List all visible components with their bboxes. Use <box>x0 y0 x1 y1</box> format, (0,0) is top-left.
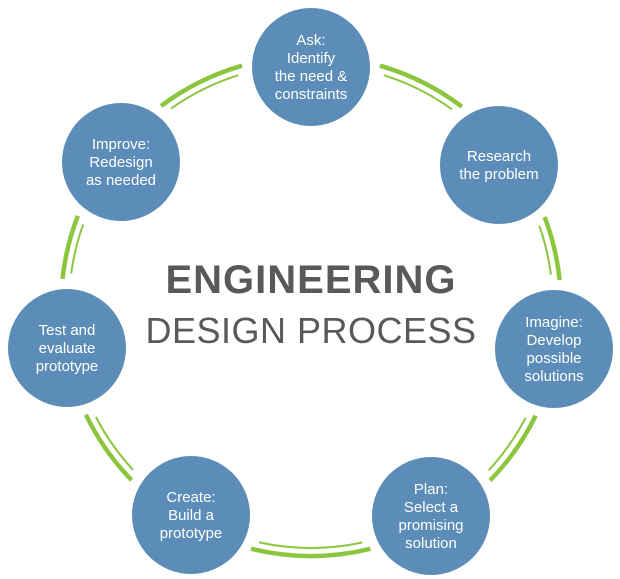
ring-segment-outer <box>488 414 538 483</box>
ring-segment-outer <box>60 214 80 280</box>
step-label-ask-line-4: constraints <box>275 86 348 103</box>
ring-segment-outer <box>250 546 371 559</box>
step-label-imagine-line-1: Imagine: <box>525 314 583 331</box>
ring-segment-outer <box>542 216 562 281</box>
ring-segment-outer <box>159 63 243 108</box>
step-label-test-line-2: evaluate <box>39 340 96 357</box>
step-label-imagine-line-2: Develop <box>526 332 581 349</box>
step-label-imagine-line-3: possible <box>526 350 581 367</box>
step-circle-create <box>132 456 250 574</box>
step-label-research-line-1: Research <box>467 148 531 165</box>
step-label-ask-line-3: the need & <box>275 68 348 85</box>
title-line-1: ENGINEERING <box>165 258 456 302</box>
step-label-improve-line-3: as needed <box>86 172 156 189</box>
ring-segment-outer <box>379 63 464 109</box>
ring-segment-outer <box>83 413 134 482</box>
step-label-plan-line-1: Plan: <box>414 481 448 498</box>
ring-segment-inner <box>70 224 85 274</box>
step-circle-imagine <box>495 290 613 408</box>
title-line-2: DESIGN PROCESS <box>145 310 476 351</box>
step-label-improve-line-1: Improve: <box>92 136 150 153</box>
step-label-plan-line-2: Select a <box>404 499 459 516</box>
step-label-imagine-line-4: solutions <box>524 368 583 385</box>
step-label-test-line-3: prototype <box>36 358 99 375</box>
cycle-ring <box>60 63 562 559</box>
step-label-create-line-1: Create: <box>166 489 215 506</box>
step-label-create-line-2: Build a <box>168 507 215 524</box>
ring-segment-inner <box>383 74 453 111</box>
ring-segment-inner <box>170 74 239 110</box>
step-circle-improve <box>62 103 180 221</box>
step-circle-test <box>8 289 126 407</box>
step-label-research-line-2: the problem <box>459 166 538 183</box>
step-label-plan-line-3: promising <box>398 517 463 534</box>
step-circle-ask <box>252 8 370 126</box>
step-label-test-line-1: Test and <box>39 322 96 339</box>
step-label-ask-line-2: Identify <box>287 50 336 67</box>
ring-segment-inner <box>258 541 363 549</box>
step-label-plan-line-4: solution <box>405 535 457 552</box>
step-label-improve-line-2: Redesign <box>89 154 152 171</box>
step-circle-research <box>440 106 558 224</box>
step-label-create-line-3: prototype <box>160 525 223 542</box>
ring-segment-inner <box>538 225 552 275</box>
step-label-ask-line-1: Ask: <box>296 32 325 49</box>
ring-segment-inner <box>95 416 134 471</box>
ring-segment-inner <box>487 417 527 471</box>
step-circle-plan <box>372 457 490 575</box>
